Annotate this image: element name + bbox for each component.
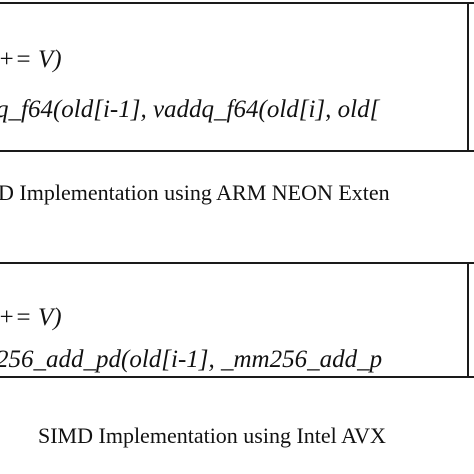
panel-1-caption: D Implementation using ARM NEON Exten [0, 180, 390, 205]
panel-2-code-line-1: += V) [0, 304, 62, 331]
panel-1-code-bottom-border [0, 150, 474, 152]
panel-2-caption: SIMD Implementation using Intel AVX [38, 423, 386, 448]
panel-1-code-line-1: += V) [0, 46, 62, 73]
panel-2-right-border [467, 262, 469, 378]
panel-2-code-bottom-border [0, 376, 474, 378]
panel-1-top-border [0, 2, 474, 4]
panel-1-right-border [467, 2, 469, 152]
panel-1-code-line-2: q_f64(old[i-1], vaddq_f64(old[i], old[ [0, 96, 380, 123]
panel-2-top-border [0, 262, 474, 264]
panel-2-code-line-2: 256_add_pd(old[i-1], _mm256_add_p [0, 346, 383, 373]
